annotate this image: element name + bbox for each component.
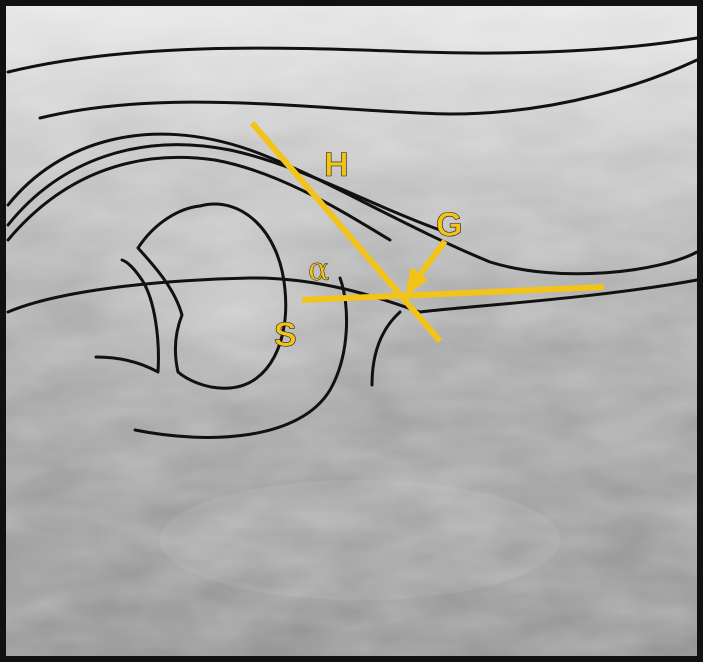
label-s: S — [274, 316, 297, 354]
label-alpha: α — [308, 250, 330, 288]
label-g: G — [436, 206, 462, 244]
ultrasound-background — [6, 6, 697, 656]
label-h: H — [324, 146, 349, 184]
